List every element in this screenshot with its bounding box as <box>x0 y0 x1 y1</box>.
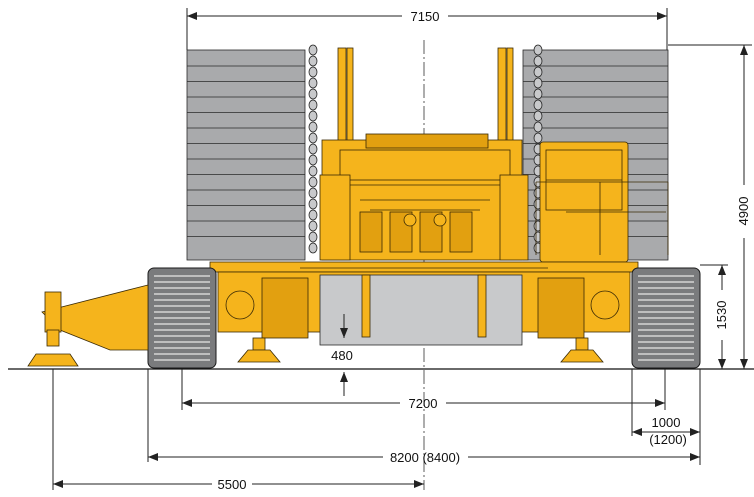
chain-link <box>308 209 318 221</box>
chain-left <box>308 44 318 254</box>
dimension-overall-width: 8200 (8400) <box>147 369 700 465</box>
track-left <box>147 267 217 369</box>
chain-link <box>308 66 318 78</box>
dimension-total-height: 4900 <box>668 44 752 369</box>
operator-cab <box>535 141 669 263</box>
chain-link <box>533 66 543 78</box>
chain-link <box>308 132 318 144</box>
chain-link <box>533 110 543 122</box>
chain-link <box>308 77 318 89</box>
chain-link <box>308 220 318 232</box>
chain-link <box>308 242 318 254</box>
chain-link <box>533 121 543 133</box>
dimension-track-gauge: 7200 <box>181 369 666 411</box>
chain-link <box>308 231 318 243</box>
outrigger-arm <box>27 284 149 367</box>
chain-link <box>533 77 543 89</box>
dimension-label-overall-width: 8200 (8400) <box>390 450 460 465</box>
dimension-label-track-width-alt: (1200) <box>649 432 687 447</box>
dimension-label-top-width: 7150 <box>411 9 440 24</box>
dimension-ground-clearance: 480 <box>331 314 353 396</box>
jack-left <box>237 337 281 363</box>
jack-right <box>560 337 604 363</box>
dimension-label-carbody-height: 1530 <box>714 301 729 330</box>
carbody <box>209 261 639 346</box>
chain-link <box>308 55 318 67</box>
chain-link <box>308 198 318 210</box>
upperstructure <box>319 133 529 261</box>
chain-link <box>533 88 543 100</box>
chain-link <box>308 176 318 188</box>
chain-link <box>308 187 318 199</box>
dimension-label-track-gauge: 7200 <box>409 396 438 411</box>
chain-link <box>308 165 318 177</box>
dimension-carbody-height: 1530 <box>700 264 729 369</box>
chain-link <box>533 132 543 144</box>
dimension-outrigger-distance: 5500 <box>52 369 424 492</box>
chain-link <box>308 110 318 122</box>
chain-link <box>308 44 318 56</box>
chain-link <box>533 55 543 67</box>
dimension-label-outrigger-distance: 5500 <box>218 477 247 492</box>
chain-link <box>533 99 543 111</box>
track-right <box>631 267 701 369</box>
counterweight-left <box>186 49 306 261</box>
chain-link <box>533 44 543 56</box>
dimension-label-track-width: 1000 <box>652 415 681 430</box>
dimension-label-ground-clearance: 480 <box>331 348 353 363</box>
dimension-top-width: 7150 <box>186 8 668 50</box>
dimension-label-total-height: 4900 <box>736 197 751 226</box>
chain-link <box>308 99 318 111</box>
chain-link <box>308 154 318 166</box>
chain-link <box>308 121 318 133</box>
chain-link <box>308 143 318 155</box>
dimension-track-width: 1000 (1200) <box>631 369 701 465</box>
chain-link <box>308 88 318 100</box>
